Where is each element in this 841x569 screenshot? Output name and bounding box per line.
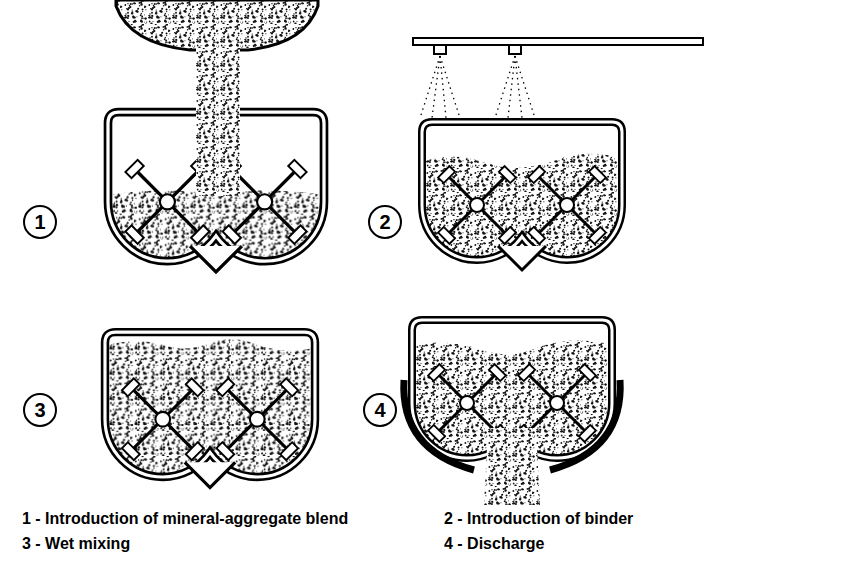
pugmill-mixer (95, 332, 326, 540)
pugmill-mixer (402, 320, 622, 518)
pugmill-mixer (412, 122, 632, 320)
callout-number: 4 (374, 400, 385, 420)
spray-bar (413, 38, 703, 118)
step-description-text: 2 - Introduction of binder (444, 510, 633, 527)
step-description: 2 - Introduction of binder (444, 510, 633, 528)
step-number: 4 (363, 393, 397, 427)
callout-number: 2 (379, 212, 390, 232)
hopper (116, 0, 318, 50)
callout-number: 1 (34, 212, 45, 232)
step-number: 2 (368, 205, 402, 239)
step-description-text: 4 - Discharge (444, 535, 544, 552)
step-description-text: 1 - Introduction of mineral-aggregate bl… (22, 510, 348, 527)
open-gate (404, 380, 474, 470)
aggregate-stream (196, 46, 240, 196)
step-description: 3 - Wet mixing (22, 535, 130, 553)
open-gate (550, 380, 620, 470)
step-description: 4 - Discharge (444, 535, 544, 553)
step-description: 1 - Introduction of mineral-aggregate bl… (22, 510, 348, 528)
callout-number: 3 (34, 400, 45, 420)
step-description-text: 3 - Wet mixing (22, 535, 130, 552)
step-number: 1 (23, 205, 57, 239)
step-number: 3 (23, 393, 57, 427)
